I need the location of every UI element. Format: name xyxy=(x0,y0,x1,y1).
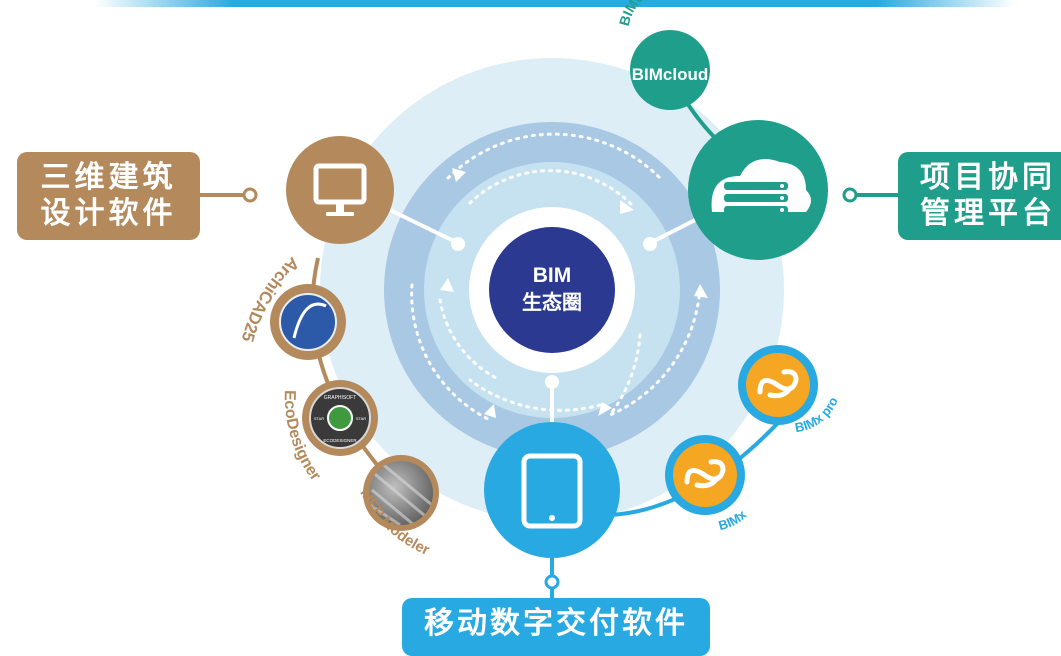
arrow-heads xyxy=(440,168,708,418)
cycle-arrows xyxy=(410,132,702,422)
ecodesigner-seal-bottom: ECODESIGNER xyxy=(323,438,357,443)
design-category-line1: 三维建筑 xyxy=(40,160,177,195)
mobile-category-line1: 移动数字交付软件 xyxy=(424,606,688,641)
collab-category-line2: 管理平台 xyxy=(920,196,1056,231)
archicad-arc-icon xyxy=(292,302,327,339)
ecodesigner-seal-top: GRAPHISOFT xyxy=(324,395,357,401)
center-subtitle: 生态圈 xyxy=(522,290,582,314)
bimx-loop-icon xyxy=(684,459,726,489)
center-title: BIM xyxy=(533,264,572,287)
design-category-line2: 设计软件 xyxy=(40,196,177,231)
bimcloud-node xyxy=(630,30,710,110)
mobile-node xyxy=(484,422,620,558)
ecodesigner-seal-star-left: STAR xyxy=(314,416,324,421)
collab-category-line1: 项目协同 xyxy=(920,160,1056,195)
collab-category-label: 项目协同 管理平台 xyxy=(898,152,1061,240)
cloud-server-icon xyxy=(711,159,811,214)
top-bar xyxy=(95,0,1015,7)
archicad-logo-icon xyxy=(279,293,337,351)
monitor-icon xyxy=(313,163,367,216)
mep-texture-icon xyxy=(369,461,433,525)
tablet-icon xyxy=(521,453,583,529)
ecodesigner-globe-icon xyxy=(327,405,353,431)
center-circle xyxy=(489,227,615,353)
mobile-category-label: 移动数字交付软件 xyxy=(402,598,710,656)
ecodesigner-seal-star-right: STAR xyxy=(356,416,366,421)
design-node xyxy=(286,136,394,244)
bimx-pro-loop-icon xyxy=(757,369,799,399)
design-category-label: 三维建筑 设计软件 xyxy=(17,152,200,240)
connector-dots xyxy=(242,187,858,590)
bimcloud-logo-text: BIMcloud xyxy=(632,65,709,84)
